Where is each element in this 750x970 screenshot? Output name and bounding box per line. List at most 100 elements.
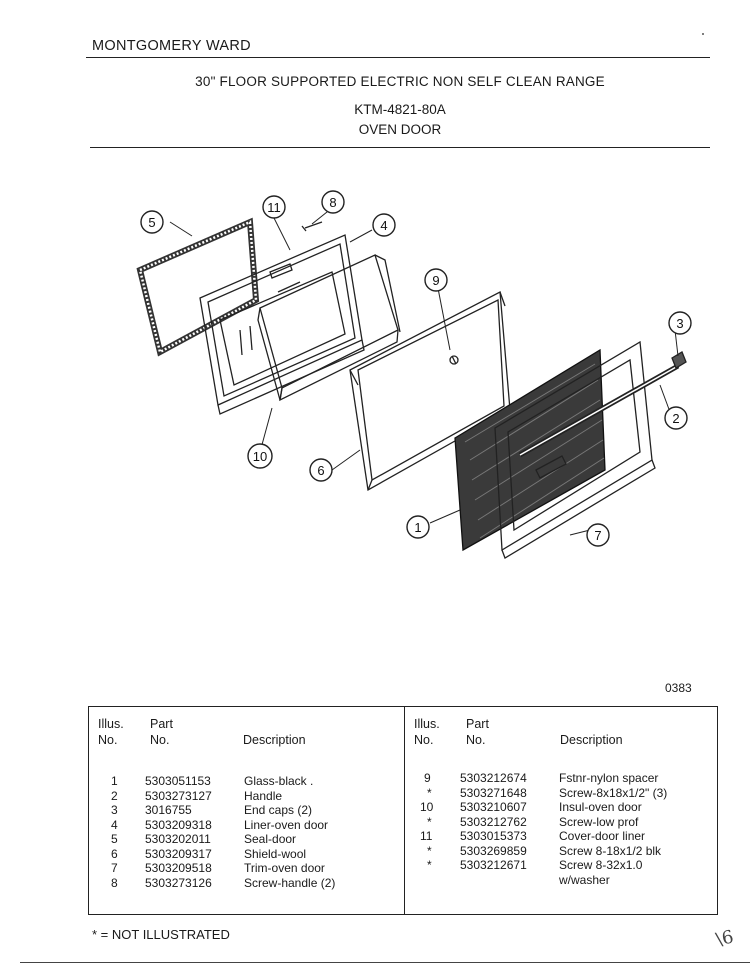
left-desc-header: Description — [243, 733, 306, 747]
svg-text:4: 4 — [380, 218, 387, 233]
right-row-part: 5303210607 — [460, 800, 527, 814]
footnote: * = NOT ILLUSTRATED — [92, 927, 230, 942]
brand-name: MONTGOMERY WARD — [92, 38, 251, 54]
header-rule — [90, 147, 710, 148]
left-row-illus: 6 — [111, 847, 118, 861]
callout-2: 2 — [664, 406, 688, 430]
left-row-illus: 7 — [111, 861, 118, 875]
right-row-illus: * — [427, 858, 432, 872]
svg-text:9: 9 — [432, 273, 439, 288]
callout-9: 9 — [424, 268, 448, 292]
callout-5: 5 — [140, 210, 164, 234]
right-row-illus: * — [427, 844, 432, 858]
callout-1: 1 — [406, 515, 430, 539]
left-row-part: 3016755 — [145, 803, 192, 817]
left-row-desc: Liner-oven door — [244, 818, 329, 832]
oven-door-liner — [257, 254, 401, 402]
left-row-part: 5303273127 — [145, 789, 212, 803]
right-row-illus: 11 — [420, 829, 433, 843]
callout-10: 10 — [247, 443, 273, 469]
door-seal-gasket — [136, 217, 260, 357]
left-row-desc: End caps (2) — [244, 803, 313, 817]
right-row-desc: w/washer — [559, 873, 610, 887]
right-row-illus: 10 — [420, 800, 434, 814]
left-illus-header-2: No. — [98, 733, 118, 747]
parts-table — [88, 706, 718, 915]
handwritten-margin-mark: \6 — [714, 926, 736, 951]
right-desc-header: Description — [560, 733, 623, 747]
scan-speck — [702, 33, 704, 35]
left-row-illus: 5 — [111, 832, 118, 846]
left-row-illus: 4 — [111, 818, 118, 832]
left-row-desc: Trim-oven door — [244, 861, 325, 875]
left-row-part: 5303209317 — [145, 847, 212, 861]
handle-screw — [301, 221, 323, 232]
exploded-parts-diagram: 5 11 8 4 9 3 2 10 6 1 7 — [136, 190, 692, 559]
svg-text:7: 7 — [594, 528, 601, 543]
right-row-part: 5303269859 — [460, 844, 527, 858]
callout-7: 7 — [586, 523, 610, 547]
right-part-header-1: Part — [466, 717, 489, 731]
svg-text:10: 10 — [253, 449, 267, 464]
left-part-header-1: Part — [150, 717, 173, 731]
figure-code: 0383 — [665, 681, 692, 695]
liner-cover-frame — [199, 234, 365, 415]
bottom-rule — [20, 962, 750, 963]
right-row-desc: Insul-oven door — [559, 800, 642, 814]
callout-4: 4 — [372, 213, 396, 237]
right-row-illus: * — [427, 786, 432, 800]
oven-door-trim-frame — [494, 340, 656, 559]
right-row-part: 5303212671 — [460, 858, 527, 872]
svg-text:8: 8 — [329, 195, 336, 210]
callout-3: 3 — [668, 311, 692, 335]
left-illus-header-1: Illus. — [98, 717, 124, 731]
svg-text:6: 6 — [317, 463, 324, 478]
right-row-part: 5303015373 — [460, 829, 527, 843]
left-row-desc: Screw-handle (2) — [244, 876, 336, 890]
svg-text:11: 11 — [267, 200, 281, 215]
left-row-illus: 3 — [111, 803, 118, 817]
left-row-part: 5303202011 — [145, 832, 211, 846]
left-row-part: 5303273126 — [145, 876, 212, 890]
right-row-desc: Screw-low prof — [559, 815, 639, 829]
svg-text:1: 1 — [414, 520, 421, 535]
right-row-desc: Screw-8x18x1/2" (3) — [559, 786, 668, 800]
left-row-illus: 1 — [111, 774, 118, 788]
left-part-header-2: No. — [150, 733, 170, 747]
left-row-part: 5303209518 — [145, 861, 212, 875]
svg-text:5: 5 — [148, 215, 155, 230]
right-row-part: 5303212674 — [460, 771, 527, 785]
svg-text:2: 2 — [672, 411, 679, 426]
right-row-desc: Screw 8-32x1.0 — [559, 858, 643, 872]
left-row-illus: 2 — [111, 789, 118, 803]
left-row-desc: Shield-wool — [244, 847, 307, 861]
top-rule — [86, 57, 710, 58]
left-row-desc: Glass-black . — [244, 774, 314, 788]
model-number: KTM-4821-80A — [354, 102, 446, 117]
section-title: OVEN DOOR — [358, 122, 442, 137]
handle-end-cap — [671, 351, 687, 369]
page-title: 30" FLOOR SUPPORTED ELECTRIC NON SELF CL… — [195, 74, 605, 89]
door-handle-bar — [518, 363, 680, 458]
right-row-desc: Cover-door liner — [559, 829, 646, 843]
right-row-desc: Fstnr-nylon spacer — [559, 771, 659, 785]
left-row-part: 5303209318 — [145, 818, 212, 832]
callout-11: 11 — [262, 195, 286, 219]
right-part-header-2: No. — [466, 733, 486, 747]
left-row-desc: Handle — [244, 789, 283, 803]
left-row-desc: Seal-door — [244, 832, 297, 846]
parts-table-divider — [404, 706, 405, 915]
right-row-desc: Screw 8-18x1/2 blk — [559, 844, 662, 858]
right-row-part: 5303271648 — [460, 786, 527, 800]
callout-8: 8 — [321, 190, 345, 214]
left-row-illus: 8 — [111, 876, 118, 890]
right-row-part: 5303212762 — [460, 815, 527, 829]
svg-text:3: 3 — [676, 316, 683, 331]
right-row-illus: * — [427, 815, 432, 829]
right-row-illus: 9 — [424, 771, 431, 785]
nylon-spacer — [449, 355, 459, 365]
left-row-part: 5303051153 — [145, 774, 211, 788]
callout-6: 6 — [309, 458, 333, 482]
right-illus-header-1: Illus. — [414, 717, 440, 731]
right-illus-header-2: No. — [414, 733, 434, 747]
